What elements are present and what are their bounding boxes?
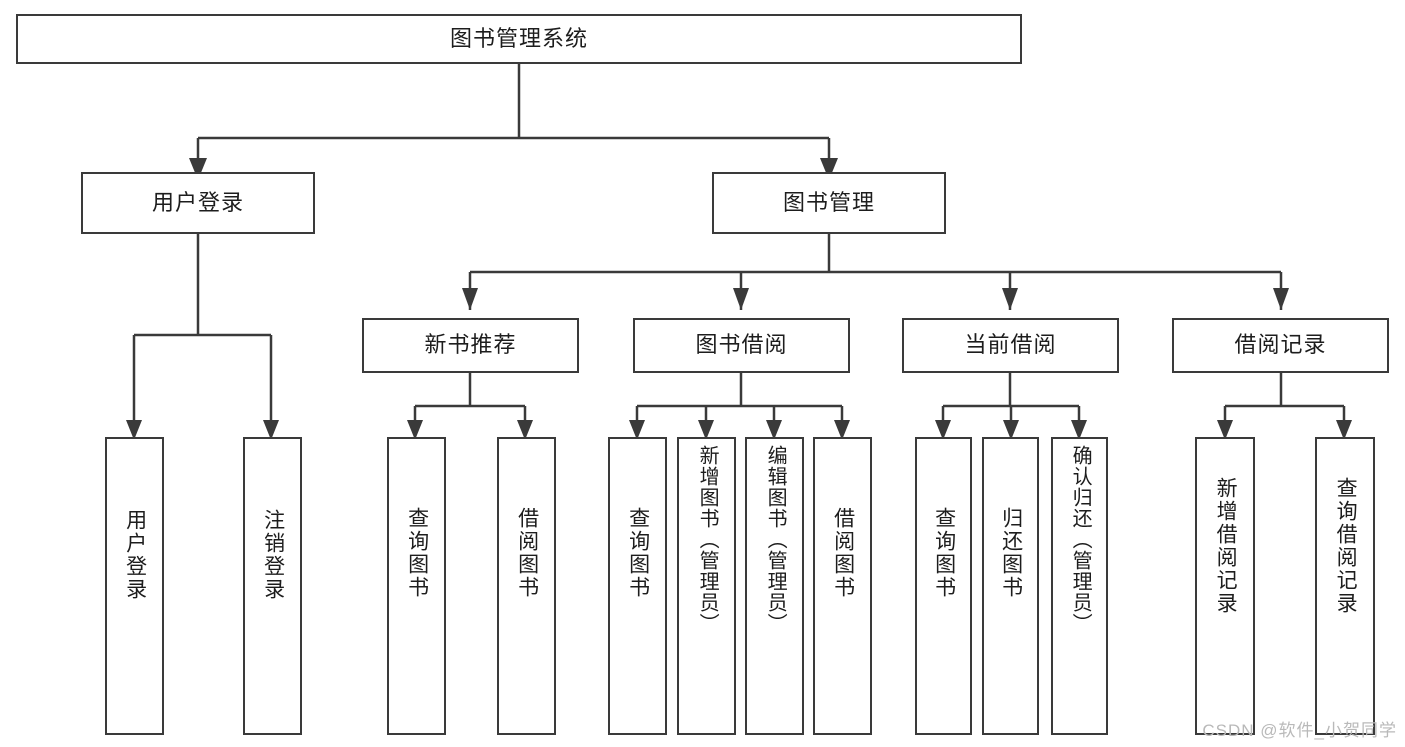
node-borrow-record[interactable]: 借阅记录 (1172, 318, 1389, 373)
node-leaf-query-borrow-record[interactable]: 查询借阅记录 (1315, 437, 1375, 735)
node-leaf-confirm-return-admin[interactable]: 确认归还（管理员） (1051, 437, 1108, 735)
node-label: 新增借阅记录 (1214, 477, 1238, 615)
node-leaf-user-login[interactable]: 用户登录 (105, 437, 164, 735)
node-leaf-add-book-admin[interactable]: 新增图书（管理员） (677, 437, 736, 735)
node-label: 借阅记录 (1234, 332, 1327, 358)
node-label: 编辑图书（管理员） (764, 445, 787, 634)
node-leaf-query-book-recommend[interactable]: 查询图书 (387, 437, 446, 735)
watermark-text: CSDN @软件_小贺同学 (1202, 721, 1397, 740)
node-leaf-borrow-book[interactable]: 借阅图书 (813, 437, 872, 735)
node-label: 查询图书 (932, 507, 956, 599)
node-label: 归还图书 (999, 507, 1023, 599)
node-label: 注销登录 (261, 509, 285, 601)
node-label: 查询图书 (405, 507, 429, 599)
node-book-management[interactable]: 图书管理 (712, 172, 946, 234)
node-leaf-borrow-book-recommend[interactable]: 借阅图书 (497, 437, 556, 735)
node-current-borrow[interactable]: 当前借阅 (902, 318, 1119, 373)
node-label: 借阅图书 (831, 507, 855, 599)
node-root-system[interactable]: 图书管理系统 (16, 14, 1022, 64)
node-leaf-edit-book-admin[interactable]: 编辑图书（管理员） (745, 437, 804, 735)
node-leaf-return-book[interactable]: 归还图书 (982, 437, 1039, 735)
node-label: 用户登录 (123, 509, 147, 601)
node-leaf-logout[interactable]: 注销登录 (243, 437, 302, 735)
node-label: 查询图书 (626, 507, 650, 599)
node-label: 新书推荐 (424, 332, 517, 358)
node-book-borrow[interactable]: 图书借阅 (633, 318, 850, 373)
node-new-book-recommend[interactable]: 新书推荐 (362, 318, 579, 373)
node-leaf-add-borrow-record[interactable]: 新增借阅记录 (1195, 437, 1255, 735)
node-label: 新增图书（管理员） (696, 445, 719, 634)
node-label: 图书管理 (782, 189, 875, 215)
node-label: 借阅图书 (515, 507, 539, 599)
node-leaf-query-book-current[interactable]: 查询图书 (915, 437, 972, 735)
node-label: 确认归还（管理员） (1069, 445, 1092, 634)
node-label: 当前借阅 (964, 332, 1057, 358)
node-label: 图书管理系统 (449, 25, 588, 51)
node-leaf-query-book-borrow[interactable]: 查询图书 (608, 437, 667, 735)
node-label: 查询借阅记录 (1334, 477, 1358, 615)
node-user-login[interactable]: 用户登录 (81, 172, 315, 234)
node-label: 用户登录 (151, 189, 244, 215)
node-label: 图书借阅 (695, 332, 788, 358)
